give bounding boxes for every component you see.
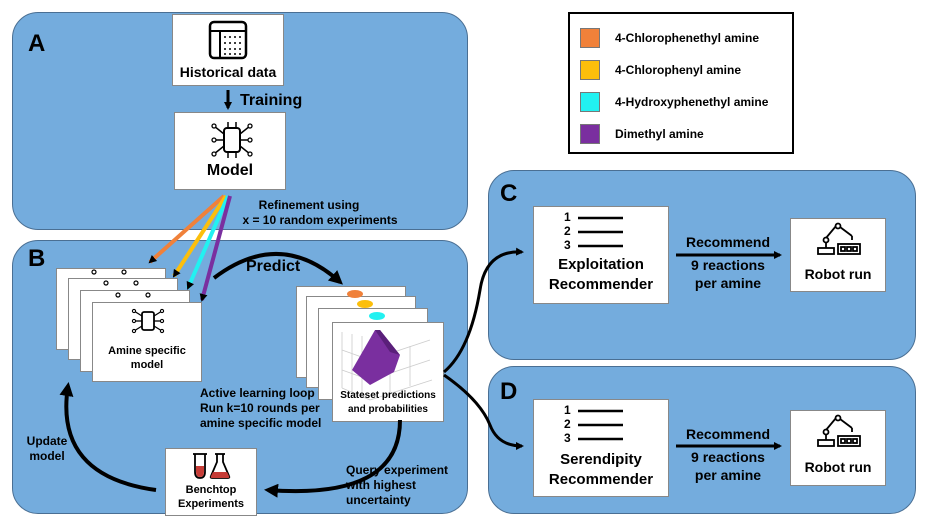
recommend-d-line-2: 9 reactions [691, 449, 765, 465]
legend-swatch-orange [580, 28, 600, 48]
arrow-to-serendipity [443, 373, 524, 450]
robot-run-box-c [790, 218, 886, 292]
legend-item: 4-Hydroxyphenethyl amine [580, 92, 768, 112]
benchtop-label-1: Benchtop [185, 484, 237, 496]
robot-arm-icon [817, 222, 861, 255]
refine-arrow-yellow [172, 194, 228, 278]
robot-run-box-d [790, 410, 886, 486]
list-number-1: 1 [564, 210, 571, 224]
panel-a-letter: A [28, 30, 46, 57]
update-model-line-2: model [29, 449, 65, 463]
serendipity-label-2: Recommender [548, 471, 654, 488]
stateset-label-1: Stateset predictions [340, 390, 436, 401]
card-icon-fragments [91, 269, 151, 298]
serendipity-recommender-box [533, 399, 669, 497]
legend-item: Dimethyl amine [580, 124, 704, 144]
query-line-1: Query experiment [346, 463, 449, 477]
legend-label: 4-Chlorophenethyl amine [615, 31, 760, 45]
active-learning-line-2: Run k=10 rounds per [200, 401, 320, 415]
amine-model-card [92, 302, 202, 382]
refine-arrow-purple [199, 195, 232, 302]
legend-label: 4-Chlorophenyl amine [615, 63, 742, 77]
robot-run-label-d: Robot run [804, 459, 872, 475]
panel-d-letter: D [500, 378, 518, 405]
yellow-surface-peek [357, 300, 373, 308]
surface-plot-icon [341, 330, 433, 401]
recommend-c-line-1: Recommend [685, 234, 771, 250]
legend-swatch-purple [580, 124, 600, 144]
ordered-list-icon [578, 216, 623, 248]
ordered-list-icon [578, 409, 623, 441]
exploitation-label-2: Recommender [548, 276, 654, 293]
update-model-line-1: Update [26, 434, 68, 448]
amine-model-label-1: Amine specific [108, 345, 186, 357]
recommend-d-line-1: Recommend [685, 426, 771, 442]
arrow-to-exploitation [443, 247, 524, 374]
legend-swatch-yellow [580, 60, 600, 80]
refine-arrow-orange [148, 194, 226, 264]
refine-arrow-cyan [186, 195, 230, 290]
query-line-2: with highest [346, 478, 416, 492]
table-icon [208, 20, 248, 60]
exploitation-recommender-box [533, 206, 669, 304]
stateset-label-2: and probabilities [347, 404, 428, 415]
active-learning-line-3: amine specific model [200, 416, 322, 430]
panel-b-letter: B [28, 245, 46, 272]
cyan-surface-peek [369, 312, 385, 320]
query-arrow [264, 419, 402, 498]
legend-label: Dimethyl amine [615, 127, 704, 141]
legend-swatch-cyan [580, 92, 600, 112]
amine-model-label-2: model [130, 359, 164, 371]
recommend-d-line-3: per amine [694, 467, 762, 483]
refinement-line-2: x = 10 random experiments [242, 213, 398, 227]
predict-arrow [212, 252, 343, 285]
benchtop-label-2: Experiments [177, 498, 245, 510]
robot-arm-icon [817, 414, 861, 447]
legend-item: 4-Chlorophenyl amine [580, 60, 741, 80]
recommend-c-line-3: per amine [694, 275, 762, 291]
robot-run-label-c: Robot run [804, 266, 872, 282]
refinement-line-1: Refinement using [258, 198, 360, 212]
training-label: Training [240, 92, 303, 109]
neural-network-icon [131, 308, 165, 334]
orange-surface-peek [347, 290, 363, 298]
list-number-2: 2 [564, 417, 571, 431]
exploitation-label-1: Exploitation [558, 256, 644, 273]
active-learning-line-1: Active learning loop [200, 386, 315, 400]
panel-c-letter: C [500, 180, 518, 207]
legend-item: 4-Chlorophenethyl amine [580, 28, 759, 48]
benchtop-box [165, 448, 257, 516]
historical-data-box [172, 14, 284, 86]
serendipity-label-1: Serendipity [560, 451, 642, 468]
legend-label: 4-Hydroxyphenethyl amine [615, 95, 769, 109]
list-number-2: 2 [564, 224, 571, 238]
legend: 4-Chlorophenethyl amine 4-Chlorophenyl a… [568, 12, 794, 154]
historical-data-label: Historical data [179, 64, 277, 80]
list-number-3: 3 [564, 431, 571, 445]
recommend-c-line-2: 9 reactions [691, 257, 765, 273]
model-label: Model [206, 162, 254, 179]
predict-label: Predict [246, 258, 301, 275]
update-arrow [59, 382, 157, 492]
query-line-3: uncertainty [346, 493, 411, 507]
flask-icon [193, 453, 231, 479]
neural-network-icon [211, 122, 253, 158]
list-number-1: 1 [564, 403, 571, 417]
list-number-3: 3 [564, 238, 571, 252]
